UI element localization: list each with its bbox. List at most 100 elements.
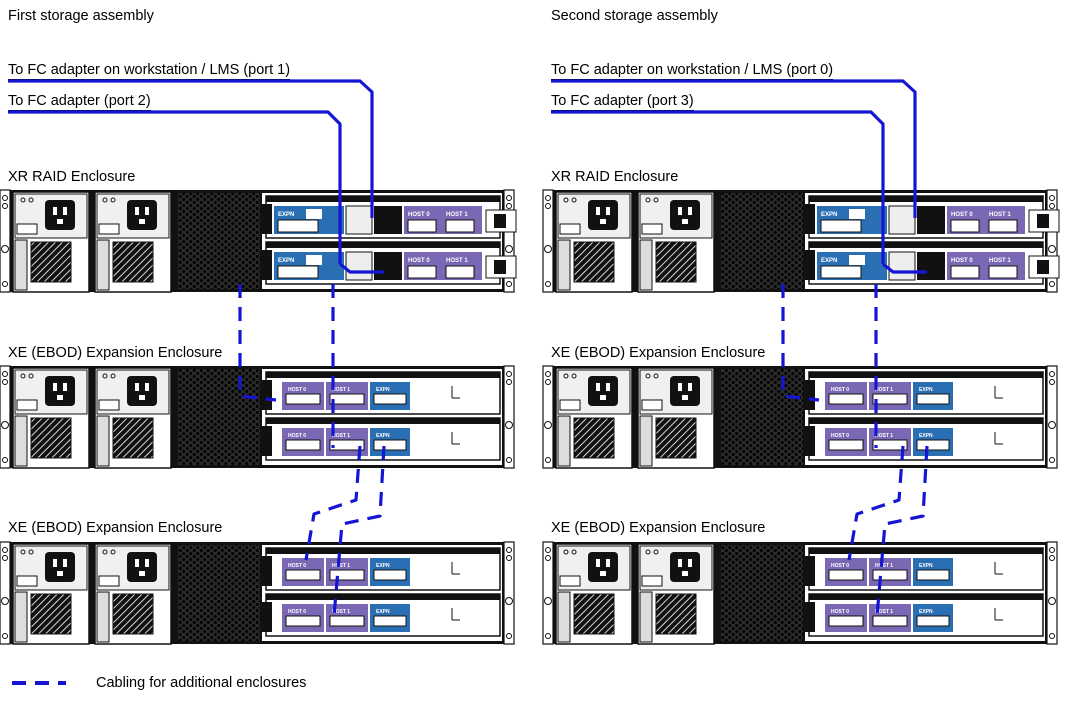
fan-grille — [178, 369, 260, 465]
psu-handle — [639, 591, 653, 643]
screw-hole — [506, 195, 512, 201]
expn-port-label: EXPN — [376, 609, 390, 615]
power-inlet-pin — [600, 571, 606, 576]
host-1-connector — [872, 439, 908, 451]
assembly-2-raid-label: XR RAID Enclosure — [551, 169, 679, 185]
psu-led — [571, 373, 577, 379]
screw-hole — [545, 555, 551, 561]
psu-led — [102, 197, 108, 203]
serial-port — [917, 206, 945, 234]
module-latch — [805, 426, 815, 456]
host-0-connector — [828, 439, 864, 451]
host-0-connector — [285, 615, 321, 627]
mounting-ear — [503, 365, 515, 469]
status-leds — [888, 251, 916, 281]
psu-led — [653, 197, 659, 203]
host-0-connector — [950, 219, 980, 233]
psu-switch — [559, 223, 581, 235]
serial-port — [374, 206, 402, 234]
fan-grille — [178, 193, 260, 289]
psu-switch — [98, 223, 120, 235]
cable-host-port-2 — [551, 110, 885, 264]
psu-handle — [639, 239, 653, 291]
expn-port-label: EXPN — [919, 563, 933, 569]
host-1-label: HOST 1 — [332, 387, 350, 393]
psu-led — [563, 373, 569, 379]
psu-led — [563, 197, 569, 203]
psu-fan-grille — [573, 241, 615, 283]
module-latch — [262, 250, 272, 280]
psu-led — [110, 197, 116, 203]
host-1-label: HOST 1 — [332, 563, 350, 569]
psu-switch — [98, 399, 120, 411]
module-rail — [809, 242, 1043, 248]
screw-hole — [545, 195, 551, 201]
power-inlet — [127, 552, 157, 582]
host-1-connector — [329, 569, 365, 581]
host-1-label: HOST 1 — [875, 387, 893, 393]
status-leds — [345, 251, 373, 281]
mounting-ear — [0, 189, 11, 293]
expn-connector — [373, 439, 407, 451]
mounting-ear — [542, 189, 554, 293]
psu-handle — [557, 239, 571, 291]
host-1-connector — [872, 615, 908, 627]
screw-hole — [2, 203, 8, 209]
mounting-ear — [0, 541, 11, 645]
screw-hole — [545, 203, 551, 209]
power-inlet — [670, 376, 700, 406]
expn-port-label: EXPN — [278, 212, 294, 218]
psu-led — [645, 197, 651, 203]
power-inlet-pin — [139, 571, 145, 576]
psu-switch — [559, 575, 581, 587]
screw-hole — [1049, 371, 1055, 377]
host-1-label: HOST 1 — [332, 433, 350, 439]
mounting-ear — [0, 365, 11, 469]
screw-hole — [506, 555, 512, 561]
host-0-connector — [828, 393, 864, 405]
expn-port-label: EXPN — [919, 609, 933, 615]
psu-led — [28, 197, 34, 203]
expn-connector — [916, 439, 950, 451]
power-inlet-pin — [688, 207, 692, 215]
screw-hole — [544, 421, 552, 429]
expn-port-label: EXPN — [821, 212, 837, 218]
cable-host-port-1 — [551, 79, 917, 218]
power-inlet-pin — [53, 559, 57, 567]
psu-handle — [96, 239, 110, 291]
cable-xe-1-to-xe-2-a — [847, 445, 905, 561]
fan-grille — [721, 193, 803, 289]
module-latch — [805, 250, 815, 280]
host-0-label: HOST 0 — [951, 212, 973, 218]
psu-switch — [641, 223, 663, 235]
expn-connector — [373, 615, 407, 627]
power-inlet-pin — [606, 207, 610, 215]
psu-handle — [557, 591, 571, 643]
expn-led — [849, 209, 865, 219]
legend-label: Cabling for additional enclosures — [96, 675, 307, 691]
expn-port-label: EXPN — [919, 433, 933, 439]
host-0-connector — [828, 615, 864, 627]
expn-port-label: EXPN — [919, 387, 933, 393]
screw-hole — [2, 547, 8, 553]
screw-hole — [2, 371, 8, 377]
assembly-1-raid-label: XR RAID Enclosure — [8, 169, 136, 185]
psu-led — [102, 373, 108, 379]
psu-handle — [557, 415, 571, 467]
power-inlet-pin — [139, 395, 145, 400]
host-0-connector — [407, 265, 437, 279]
expn-connector — [820, 265, 862, 279]
module-latch — [805, 380, 815, 410]
host-0-label: HOST 0 — [951, 258, 973, 264]
expn-port-label: EXPN — [376, 387, 390, 393]
psu-switch — [16, 223, 38, 235]
host-0-label: HOST 0 — [831, 609, 849, 615]
screw-hole — [505, 421, 513, 429]
module-rail — [266, 372, 500, 378]
power-inlet — [588, 376, 618, 406]
host-1-label: HOST 1 — [446, 258, 468, 264]
psu-led — [653, 549, 659, 555]
expn-connector — [373, 393, 407, 405]
